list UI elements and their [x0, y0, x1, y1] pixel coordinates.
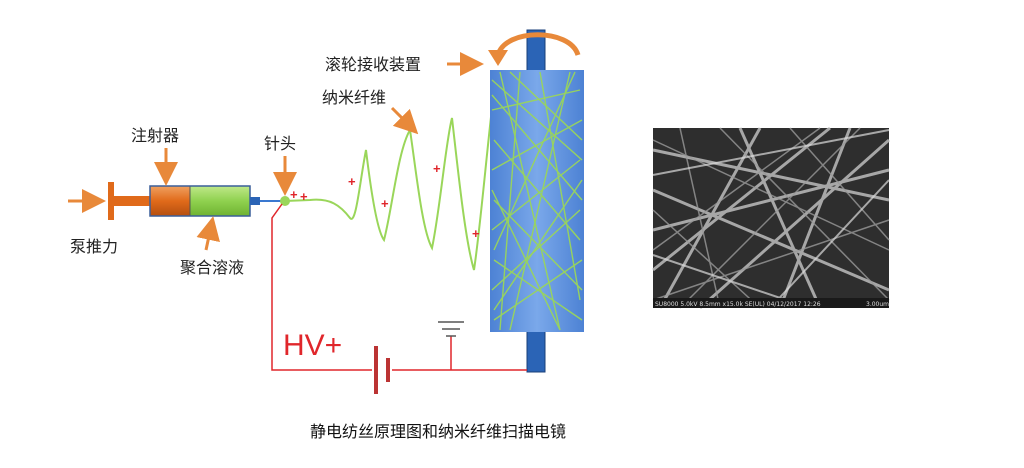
collected-fibers [491, 71, 583, 331]
polymer-solution-fill [189, 185, 251, 217]
sem-image: SU8000 5.0kV 8.5mm x15.0k SE(UL) 04/12/2… [652, 126, 890, 310]
syringe-plunger [108, 182, 114, 220]
polymer-solution-label: 聚合溶液 [180, 258, 244, 277]
nanofiber-label: 纳米纤维 [322, 88, 386, 107]
syringe-nozzle [250, 197, 260, 205]
circuit-wire [271, 203, 372, 371]
fiber-jet [284, 107, 493, 271]
sem-scale-text: 3.00um [866, 301, 889, 308]
charge-plus: + [290, 187, 298, 202]
figure-caption: 静电纺丝原理图和纳米纤维扫描电镜 [310, 422, 566, 441]
pump-force-label: 泵推力 [70, 237, 118, 256]
needle-label: 针头 [264, 134, 296, 153]
ground-icon [438, 321, 464, 337]
sem-info-text: SU8000 5.0kV 8.5mm x15.0k SE(UL) 04/12/2… [655, 301, 821, 308]
charge-plus: + [348, 174, 356, 189]
roller-label: 滚轮接收装置 [325, 55, 421, 74]
rotation-arrow [495, 32, 581, 57]
charge-plus: + [300, 189, 308, 204]
syringe-plunger-rod [114, 196, 150, 206]
charge-plus: + [472, 226, 480, 241]
syringe-label: 注射器 [131, 126, 179, 145]
rotation-arrowhead [488, 50, 508, 66]
syringe-barrel [149, 185, 191, 217]
high-voltage-label: HV+ [283, 329, 342, 362]
charge-plus: + [433, 161, 441, 176]
solution-label-arrow [196, 216, 220, 251]
nanofiber-label-arrow [390, 106, 419, 135]
charge-plus: + [381, 196, 389, 211]
